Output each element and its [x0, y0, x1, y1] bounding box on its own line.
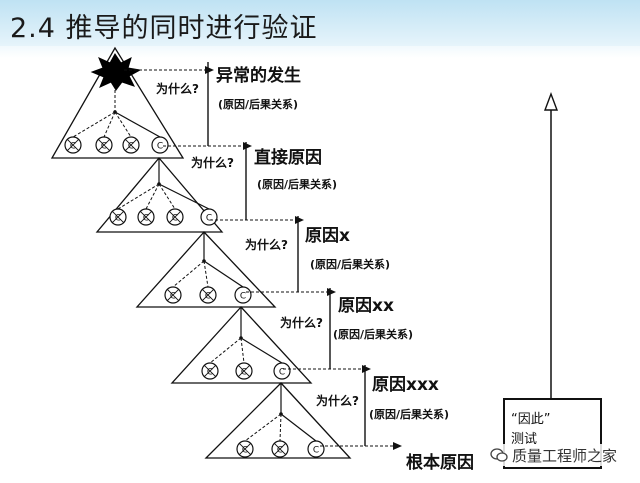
cause-circle: C [235, 362, 253, 380]
cause-circle-label: C [101, 142, 107, 152]
fan-line [203, 260, 244, 288]
level-3-name: 原因x [305, 226, 350, 246]
cause-circle-label: C [240, 292, 246, 302]
cause-circle: C [151, 136, 169, 154]
cause-circle-label: C [170, 292, 176, 302]
hub-dot [202, 259, 206, 263]
relation-label-4: (原因/后果关系) [333, 328, 414, 341]
cause-circle: C [164, 286, 182, 304]
wechat-icon [490, 448, 508, 462]
cause-circle: C [234, 286, 252, 304]
relation-label-2: (原因/后果关系) [257, 178, 338, 191]
fan-line [209, 337, 242, 364]
cause-circle: C [271, 440, 289, 458]
cause-circle-label: C [172, 214, 178, 224]
cause-circle: C [166, 208, 184, 226]
cause-circle: C [273, 362, 291, 380]
fan-line [240, 337, 283, 364]
relation-label-1: (原因/后果关系) [218, 98, 299, 111]
cause-circle: C [95, 136, 113, 154]
watermark-text: 质量工程师之家 [512, 446, 618, 465]
slide-header [0, 0, 640, 46]
fan-line [117, 183, 160, 210]
cause-circle-label: C [277, 446, 283, 456]
why-label-1: 为什么? [156, 82, 199, 96]
fan-line [158, 183, 210, 210]
fan-line [280, 413, 317, 442]
cause-circle: C [200, 208, 218, 226]
level-2-name: 直接原因 [254, 148, 322, 168]
cause-circle: C [64, 136, 82, 154]
fan-line [240, 337, 245, 364]
hub-dot [239, 336, 243, 340]
cause-circle: C [199, 286, 217, 304]
relation-label-5: (原因/后果关系) [369, 408, 450, 421]
fan-line [203, 260, 209, 288]
hub-dot [157, 182, 161, 186]
therefore-line-1: “因此” [511, 412, 551, 427]
fan-line [103, 111, 116, 138]
why-label-5: 为什么? [316, 394, 359, 408]
cause-circle: C [201, 362, 219, 380]
cause-circle-label: C [241, 368, 247, 378]
cause-circle-label: C [128, 142, 134, 152]
cause-circle-label: C [157, 142, 163, 152]
fan-line [72, 111, 116, 138]
cause-circle: C [109, 208, 127, 226]
level-1-name: 异常的发生 [216, 66, 301, 86]
fan-line [279, 413, 282, 442]
fan-line [114, 111, 161, 138]
cause-circle-label: C [242, 446, 248, 456]
level-5-name: 原因xxx [372, 375, 439, 395]
fan-line [244, 413, 282, 442]
why-label-2: 为什么? [191, 156, 234, 170]
cause-circle: C [307, 440, 325, 458]
cause-circle-label: C [115, 214, 121, 224]
watermark: 质量工程师之家 [484, 444, 624, 466]
cause-circle: C [236, 440, 254, 458]
explosion-burst [90, 53, 142, 91]
cause-circle: C [122, 136, 140, 154]
cause-circle-label: C [70, 142, 76, 152]
level-6-name: 根本原因 [406, 453, 474, 473]
hub-dot [279, 412, 283, 416]
cause-circle-label: C [279, 368, 285, 378]
cause-circle-label: C [207, 368, 213, 378]
cause-circle: C [137, 208, 155, 226]
therefore-line-2: 测试 [511, 432, 538, 447]
cause-circle-label: C [143, 214, 149, 224]
fan-line [172, 260, 205, 288]
slide-title: 2.4 推导的同时进行验证 [10, 13, 318, 44]
cause-circle-label: C [313, 446, 319, 456]
header-band [0, 46, 640, 58]
level-4-name: 原因xx [338, 296, 394, 316]
why-label-3: 为什么? [245, 238, 288, 252]
cause-circle-label: C [206, 214, 212, 224]
hub-dot [113, 110, 117, 114]
cause-circle-label: C [205, 292, 211, 302]
triangle-level-2 [95, 156, 224, 233]
why-label-4: 为什么? [280, 316, 323, 330]
relation-label-3: (原因/后果关系) [310, 258, 391, 271]
